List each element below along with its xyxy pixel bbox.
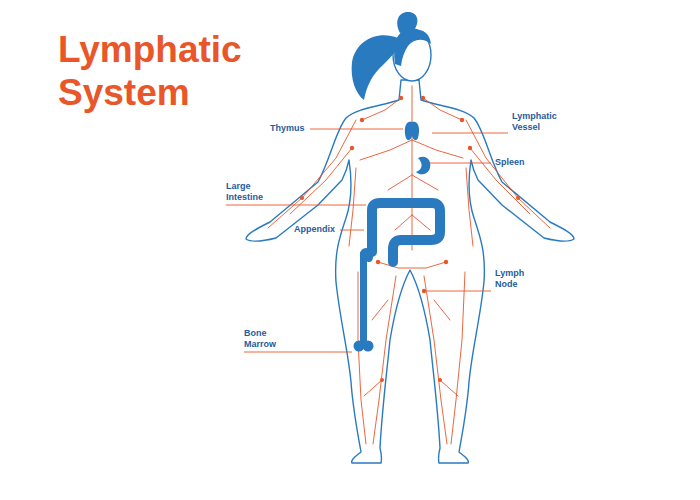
large-intestine [372, 203, 440, 262]
node-dot [438, 378, 442, 382]
leader-line [340, 230, 364, 231]
leader-line [244, 352, 352, 353]
node-dot [350, 146, 354, 150]
femur-head [360, 248, 372, 260]
body-outline [246, 80, 574, 463]
node-dot [516, 196, 520, 200]
node-dot [468, 146, 472, 150]
node-dot [444, 260, 448, 264]
lymphatic-vessels [268, 86, 550, 444]
leader-line [226, 205, 366, 206]
hair-bun [397, 12, 417, 33]
femur-knee [363, 341, 374, 352]
node-dot [399, 96, 403, 100]
node-dot [376, 260, 380, 264]
hair [394, 29, 431, 66]
node-dot [422, 289, 426, 293]
part-label: Bone Marrow [244, 328, 288, 350]
part-label: Lymph Node [495, 268, 535, 290]
node-dot [360, 118, 364, 122]
ponytail [352, 35, 398, 100]
part-label: Spleen [495, 157, 525, 168]
head [393, 29, 431, 81]
part-label: Lymphatic Vessel [512, 111, 568, 133]
node-dot [421, 96, 425, 100]
node-dot [300, 196, 304, 200]
leader-line [432, 133, 508, 134]
thymus [405, 122, 419, 140]
node-dot [460, 118, 464, 122]
part-label: Large Intestine [226, 181, 274, 203]
spleen [416, 157, 430, 175]
lymph-node-dots [300, 96, 520, 382]
leader-line [427, 291, 491, 292]
part-label: Thymus [270, 123, 305, 134]
femur-bone [360, 252, 367, 344]
leader-lines [226, 129, 508, 352]
part-label: Appendix [294, 224, 335, 235]
title: Lymphatic System [58, 28, 278, 115]
leader-line [430, 163, 491, 164]
node-dot [380, 378, 384, 382]
leader-line [310, 129, 403, 130]
